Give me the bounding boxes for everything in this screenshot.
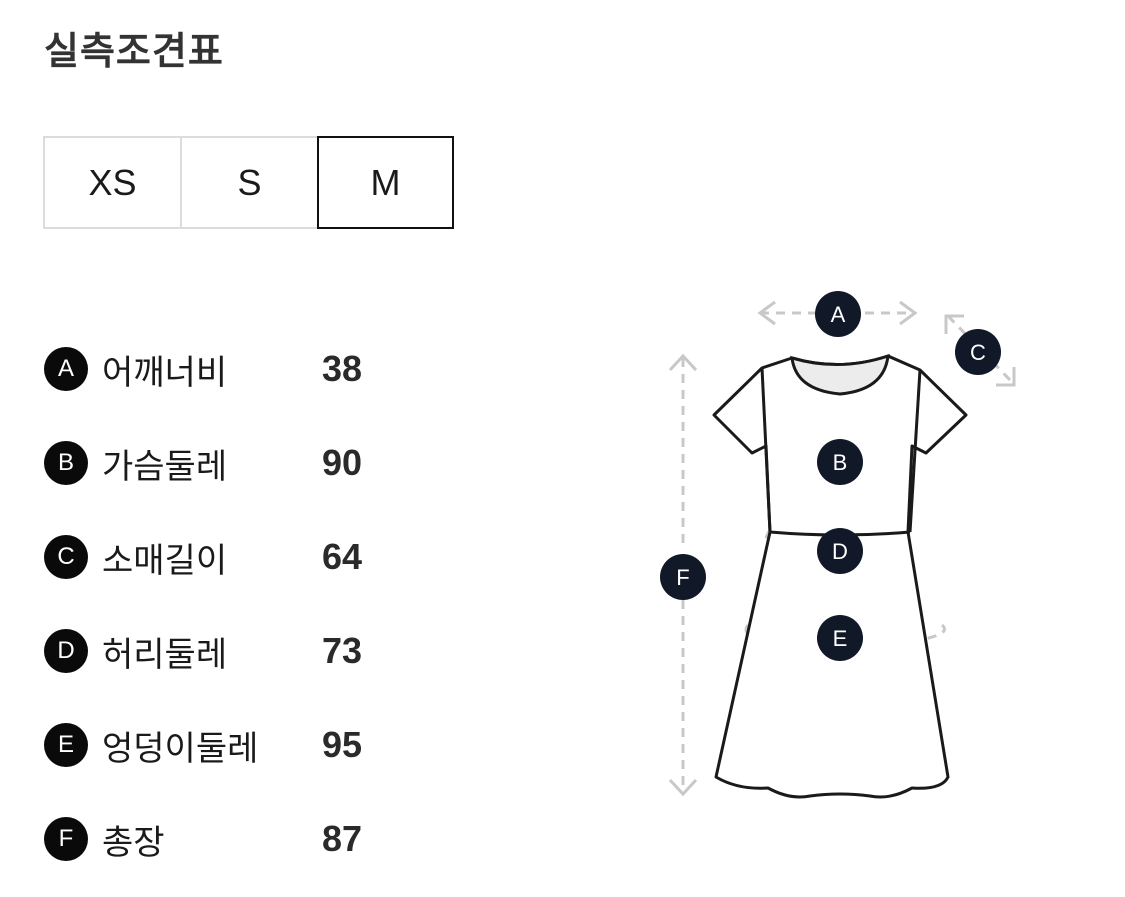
measurement-label: 소매길이 — [102, 540, 228, 581]
measurement-list: A 어깨너비 38 B 가슴둘레 90 C 소매길이 64 D 허리둘레 73 … — [44, 322, 362, 886]
measurement-value: 64 — [322, 536, 363, 577]
measurement-row-length: F 총장 87 — [44, 792, 362, 886]
measurement-row-chest: B 가슴둘레 90 — [44, 416, 362, 510]
measurement-label: 총장 — [102, 822, 165, 863]
measurement-value: 87 — [322, 818, 363, 859]
svg-text:D: D — [832, 539, 848, 564]
svg-text:B: B — [833, 450, 848, 475]
measurement-label: 가슴둘레 — [102, 446, 228, 487]
marker-badge-b: B — [44, 441, 88, 485]
page-title: 실측조견표 — [44, 29, 224, 73]
measurement-value: 95 — [322, 724, 363, 765]
measurement-row-hip: E 엉덩이둘레 95 — [44, 698, 362, 792]
size-tab-xs[interactable]: XS — [43, 136, 180, 229]
svg-text:F: F — [676, 565, 689, 590]
marker-badge-a: A — [44, 347, 88, 391]
size-tab-m[interactable]: M — [317, 136, 454, 229]
marker-badge-f: F — [44, 817, 88, 861]
dress-diagram: A C B D F E — [650, 280, 1050, 820]
measurement-label: 허리둘레 — [102, 634, 228, 675]
dress-outline-icon: A C B D F E — [660, 291, 1016, 799]
marker-badge-c: C — [44, 535, 88, 579]
measurement-row-shoulder: A 어깨너비 38 — [44, 322, 362, 416]
measurement-label: 어깨너비 — [102, 352, 228, 393]
measurement-value: 90 — [322, 442, 363, 483]
measurement-value: 38 — [322, 348, 363, 389]
size-tab-s[interactable]: S — [180, 136, 317, 229]
marker-badge-e: E — [44, 723, 88, 767]
measurement-label: 엉덩이둘레 — [102, 728, 259, 769]
size-selector: XS S M — [43, 136, 454, 229]
measurement-row-waist: D 허리둘레 73 — [44, 604, 362, 698]
svg-text:A: A — [831, 302, 846, 327]
svg-text:E: E — [833, 626, 848, 651]
marker-badge-d: D — [44, 629, 88, 673]
measurement-row-sleeve: C 소매길이 64 — [44, 510, 362, 604]
measurement-value: 73 — [322, 630, 363, 671]
svg-text:C: C — [970, 340, 986, 365]
